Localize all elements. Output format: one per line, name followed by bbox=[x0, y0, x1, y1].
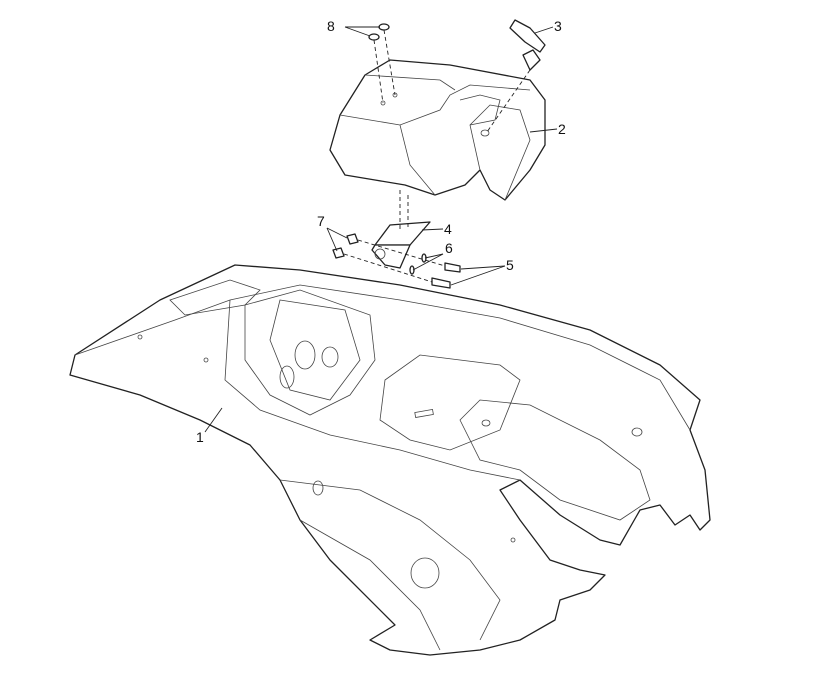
callout-5: 5 bbox=[506, 257, 514, 273]
part-3-cap bbox=[486, 19, 546, 133]
callout-8: 8 bbox=[327, 18, 335, 34]
part-4-bracket bbox=[371, 190, 431, 269]
callout-6: 6 bbox=[445, 240, 453, 256]
callout-4: 4 bbox=[444, 221, 452, 237]
callout-2: 2 bbox=[558, 121, 566, 137]
part-8-grommets bbox=[368, 23, 396, 104]
callout-3: 3 bbox=[554, 18, 562, 34]
leader-lines bbox=[204, 26, 558, 433]
part-1-rear-fender bbox=[69, 264, 711, 656]
part-2-cover bbox=[329, 59, 546, 201]
callout-1: 1 bbox=[196, 429, 204, 445]
parts-5-6-7-fasteners bbox=[332, 233, 461, 289]
callout-7: 7 bbox=[317, 213, 325, 229]
